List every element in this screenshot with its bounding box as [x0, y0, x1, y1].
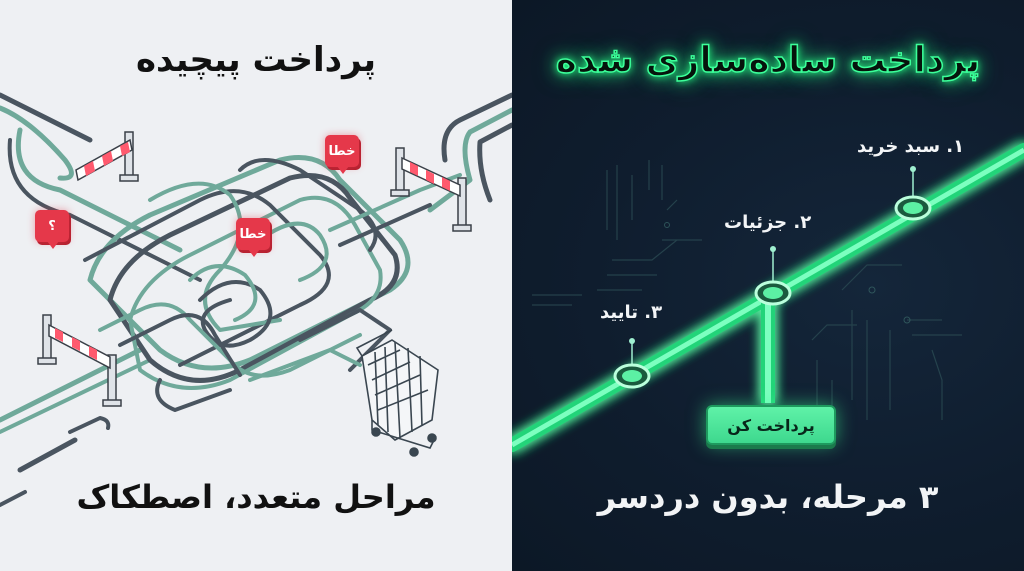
circuit-path-illustration	[512, 143, 1024, 452]
step-label-cart: ۱. سبد خرید	[857, 136, 965, 157]
complex-checkout-caption: مراحل متعدد، اصطکاک	[76, 478, 436, 516]
error-badge-icon: خطا	[236, 218, 270, 257]
barrier-top-right	[390, 147, 472, 232]
step-node-3	[613, 338, 651, 389]
step-node-2	[754, 246, 792, 306]
complex-checkout-panel: پرداخت پیچیده ؟ خطا خطا مراحل متعدد، اصط…	[0, 0, 512, 571]
step-label-details: ۲. جزئیات	[724, 212, 812, 233]
error-badge-icon: خطا	[325, 135, 359, 174]
simplified-checkout-caption: ۳ مرحله، بدون دردسر	[597, 478, 939, 516]
step-node-1	[894, 166, 932, 221]
simplified-checkout-panel: پرداخت ساده‌سازی شده ۱. سبد خرید ۲. جزئی…	[512, 0, 1024, 571]
question-badge-icon: ؟	[35, 210, 69, 249]
shopping-cart-icon	[355, 329, 439, 457]
barrier-bottom-left	[37, 314, 122, 407]
tangled-pipes-illustration	[0, 92, 512, 507]
barrier-top-left	[75, 131, 139, 182]
simplified-checkout-title: پرداخت ساده‌سازی شده	[555, 39, 981, 82]
complex-checkout-title: پرداخت پیچیده	[135, 40, 377, 80]
step-label-confirm: ۳. تایید	[600, 302, 663, 323]
pay-button[interactable]: پرداخت کن	[706, 405, 836, 445]
